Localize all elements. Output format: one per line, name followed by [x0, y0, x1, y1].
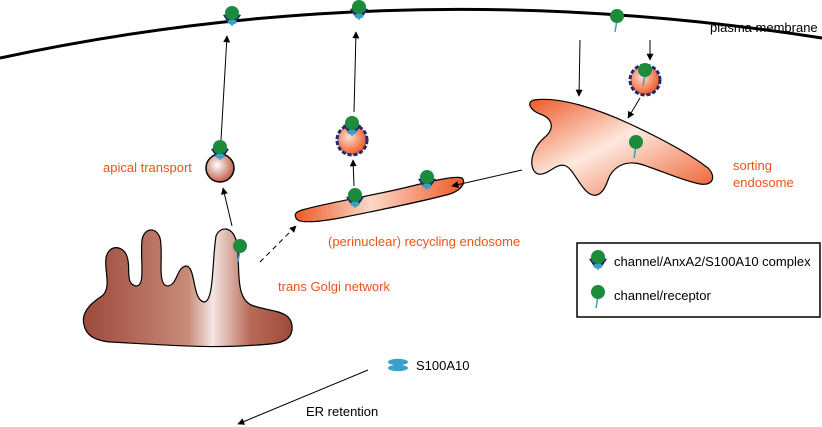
plasma-membrane-line: [0, 7, 822, 60]
legend-receptor-label: channel/receptor: [614, 288, 712, 303]
legend-complex-label: channel/AnxA2/S100A10 complex: [614, 254, 811, 269]
arrow-membrane-to-sorting: [575, 39, 583, 97]
apical-transport-label: apical transport: [103, 160, 192, 175]
membrane-complex-2: [349, 0, 369, 21]
s100a10-icon: [388, 358, 408, 372]
arrow-er-retention: [237, 369, 369, 425]
membrane-receptor: [609, 8, 625, 33]
plasma-membrane-label: plasma membrane: [710, 20, 818, 35]
arrow-vesicle-to-sorting: [627, 97, 641, 119]
sorting-label-2: endosome: [733, 175, 794, 190]
arrow-recycling-to-vesicle: [349, 159, 357, 187]
legend-box: [576, 242, 821, 318]
arrow-golgi-to-apical: [221, 187, 233, 227]
sorting-endosome: [529, 98, 714, 196]
s100a10-label: S100A10: [416, 358, 470, 373]
endocytic-vesicle: [628, 63, 662, 97]
sorting-label-1: sorting: [733, 158, 772, 173]
arrow-golgi-to-recycling: [259, 225, 297, 263]
recycling-prefix: (perinuclear) recycling: [328, 234, 456, 249]
arrow-sorting-to-recycling: [451, 169, 523, 189]
er-retention-label: ER retention: [306, 404, 378, 419]
recycling-endosome-label: (perinuclear) recycling endosome: [328, 234, 520, 249]
recycling-vesicle: [335, 123, 369, 157]
trans-golgi-network: [82, 228, 293, 348]
arrow-apical-to-membrane: [220, 35, 231, 141]
arrow-vesicle-to-membrane: [352, 31, 360, 113]
trans-golgi-label: trans Golgi network: [278, 279, 390, 294]
recycling-suffix: endosome: [456, 234, 520, 249]
recycling-endosome: [294, 176, 465, 223]
